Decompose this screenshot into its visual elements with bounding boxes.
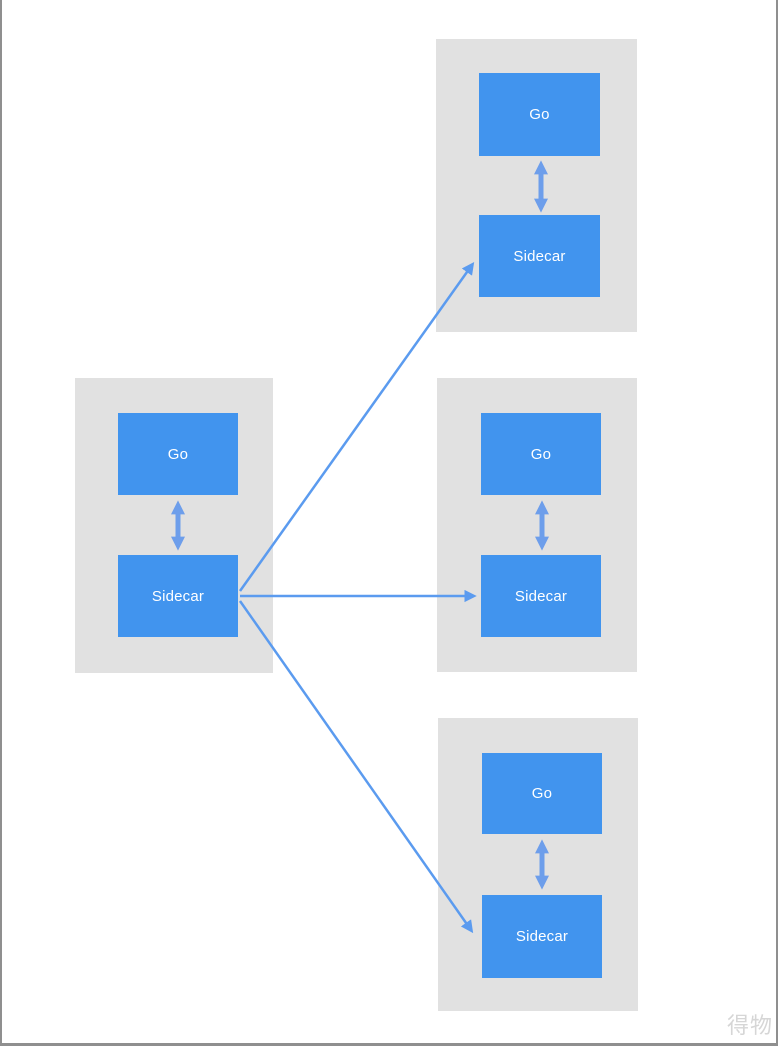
sidecar-node-bottom-right: Sidecar — [482, 895, 602, 978]
go-node-left: Go — [118, 413, 238, 495]
sidecar-node-middle-right: Sidecar — [481, 555, 601, 637]
go-node-bottom-right: Go — [482, 753, 602, 834]
sidecar-node-top-right: Sidecar — [479, 215, 600, 297]
go-node-top-right: Go — [479, 73, 600, 156]
watermark-text: 得物 — [726, 1013, 773, 1038]
sidecar-node-left: Sidecar — [118, 555, 238, 637]
go-node-middle-right: Go — [481, 413, 601, 495]
